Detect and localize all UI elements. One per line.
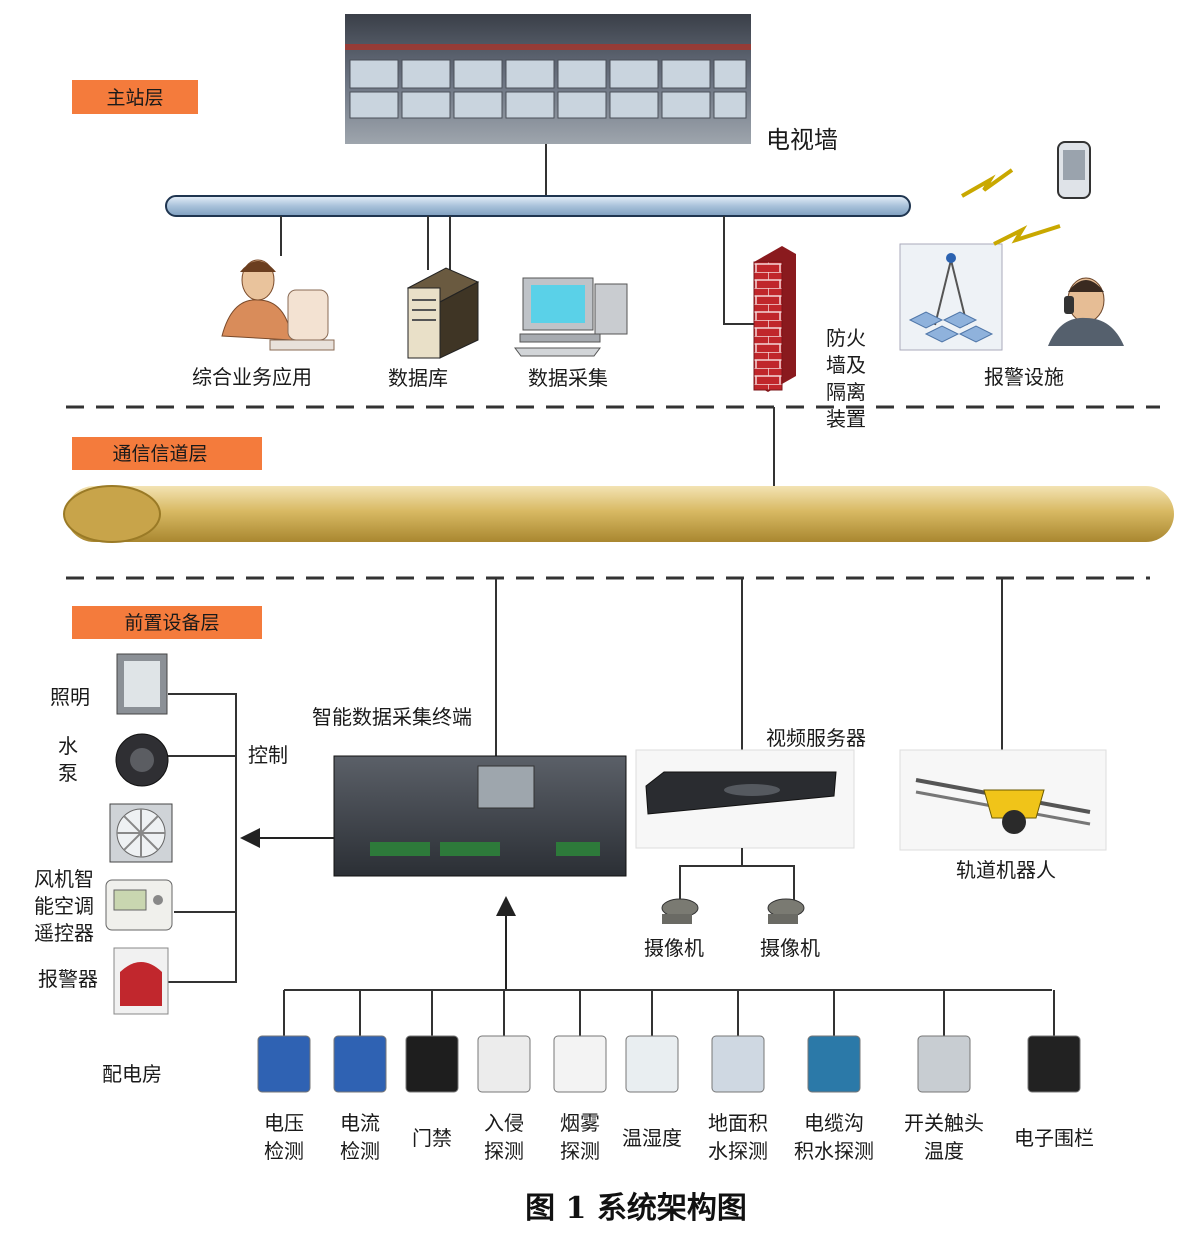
- firewall-icon: [753, 246, 796, 392]
- layer-tag-master-label: 主站层: [106, 87, 163, 109]
- layer-tag-front: 前置设备层: [72, 606, 262, 639]
- figure-caption: 图 1 系统架构图: [525, 1191, 747, 1226]
- sensor-label-temp-humidity-1: 温湿度: [622, 1126, 682, 1150]
- database-server-icon: [406, 267, 480, 359]
- sensor-label-voltage-2: 检测: [264, 1139, 304, 1163]
- business-app-label: 综合业务应用: [192, 365, 312, 389]
- sensor-icon-temp-humidity: [625, 1035, 679, 1093]
- camera-2-icon: [767, 898, 805, 924]
- sensor-icon-smoke: [553, 1035, 607, 1093]
- camera-link-2: [742, 865, 795, 900]
- sensor-label-current-2: 检测: [340, 1139, 380, 1163]
- database-label: 数据库: [388, 366, 448, 390]
- rail-robot-device: [899, 749, 1107, 851]
- comm-channel-pipe: [63, 485, 1174, 543]
- layer-tag-comm-box: [72, 437, 262, 470]
- control-label: 控制: [248, 743, 288, 767]
- bus-drop-firewall: [723, 216, 754, 325]
- video-server-device: [635, 749, 855, 849]
- alarm-device-label: 报警器: [38, 967, 98, 991]
- lighting-label: 照明: [50, 685, 90, 709]
- ac-remote-device-icon: [105, 879, 173, 931]
- camera-1-label: 摄像机: [644, 936, 704, 960]
- sensor-label-switch-contact-temp-2: 温度: [924, 1139, 964, 1163]
- data-collection-label: 数据采集: [528, 366, 608, 390]
- layer-tag-master-box: [72, 80, 198, 114]
- sensor-label-current-1: 电流: [340, 1111, 380, 1135]
- sensor-icon-cable-trench-water: [807, 1035, 861, 1093]
- layer-tag-master: 主站层: [72, 80, 198, 114]
- sensor-label-electric-fence-1: 电子围栏: [1014, 1126, 1094, 1150]
- sensor-label-voltage-1: 电压: [264, 1111, 304, 1135]
- firewall-label-4: 装置: [826, 407, 866, 431]
- sensor-label-floor-water-1: 地面积: [708, 1111, 768, 1135]
- sensor-label-smoke-2: 探测: [560, 1139, 600, 1163]
- camera-link-1: [679, 848, 743, 900]
- sensor-icons: [257, 990, 1081, 1093]
- alarm-device-icon: [113, 947, 169, 1015]
- layer-tag-comm: 通信信道层: [72, 437, 262, 470]
- distribution-room-label: 配电房: [102, 1062, 162, 1086]
- signal-tower-icon: [899, 243, 1003, 351]
- alarm-facility-label: 报警设施: [984, 365, 1064, 389]
- data-terminal-device: [333, 755, 627, 877]
- camera-1-icon: [661, 898, 699, 924]
- firewall-label-1: 防火: [826, 326, 866, 350]
- fan-device-icon: [109, 803, 173, 863]
- master-bus: [165, 195, 911, 217]
- camera-2-label: 摄像机: [760, 936, 820, 960]
- operator-icon: [1048, 277, 1124, 346]
- sensor-label-intrusion-1: 入侵: [484, 1111, 524, 1135]
- sensor-icon-intrusion: [477, 1035, 531, 1093]
- terminal-label: 智能数据采集终端: [312, 705, 472, 729]
- fan-ac-label-2: 能空调: [34, 894, 94, 918]
- pump-device-icon: [115, 733, 169, 787]
- layer-tag-front-label: 前置设备层: [124, 612, 219, 634]
- sensor-icon-electric-fence: [1027, 1035, 1081, 1093]
- firewall-label-2: 墙及: [826, 353, 866, 377]
- fan-ac-label-3: 遥控器: [34, 921, 94, 945]
- data-collection-pc-icon: [514, 277, 628, 357]
- phone-icon: [1057, 141, 1091, 199]
- sensor-label-smoke-1: 烟雾: [560, 1111, 600, 1135]
- sensor-label-switch-contact-temp-1: 开关触头: [904, 1111, 984, 1135]
- control-bracket: [168, 693, 237, 983]
- firewall-label-3: 隔离: [826, 380, 866, 404]
- pump-label-2: 泵: [58, 761, 78, 785]
- lighting-device-icon: [116, 653, 168, 715]
- sensor-label-access-control-1: 门禁: [412, 1126, 452, 1150]
- sensor-icon-current: [333, 1035, 387, 1093]
- sensor-icon-access-control: [405, 1035, 459, 1093]
- sensor-label-cable-trench-water-1: 电缆沟: [804, 1111, 864, 1135]
- sensor-labels: 电压检测电流检测门禁入侵探测烟雾探测温湿度地面积水探测电缆沟积水探测开关触头温度…: [264, 1111, 1094, 1163]
- tv-wall-label: 电视墙: [766, 126, 838, 154]
- business-user-icon: [221, 259, 335, 351]
- sensor-label-intrusion-2: 探测: [484, 1139, 524, 1163]
- sensor-label-cable-trench-water-2: 积水探测: [794, 1139, 874, 1163]
- robot-label: 轨道机器人: [956, 858, 1056, 882]
- pump-label-1: 水: [58, 734, 78, 758]
- sensor-icon-switch-contact-temp: [917, 1035, 971, 1093]
- sensor-icon-voltage: [257, 1035, 311, 1093]
- sensor-icon-floor-water: [711, 1035, 765, 1093]
- sensor-label-floor-water-2: 水探测: [708, 1139, 768, 1163]
- tv-wall-photo: [345, 14, 751, 144]
- wireless-signal-icon: [961, 168, 1061, 246]
- layer-tag-comm-label: 通信信道层: [112, 443, 207, 465]
- video-server-label: 视频服务器: [766, 726, 866, 750]
- fan-ac-label-1: 风机智: [34, 867, 94, 891]
- layer-tag-front-box: [72, 606, 262, 639]
